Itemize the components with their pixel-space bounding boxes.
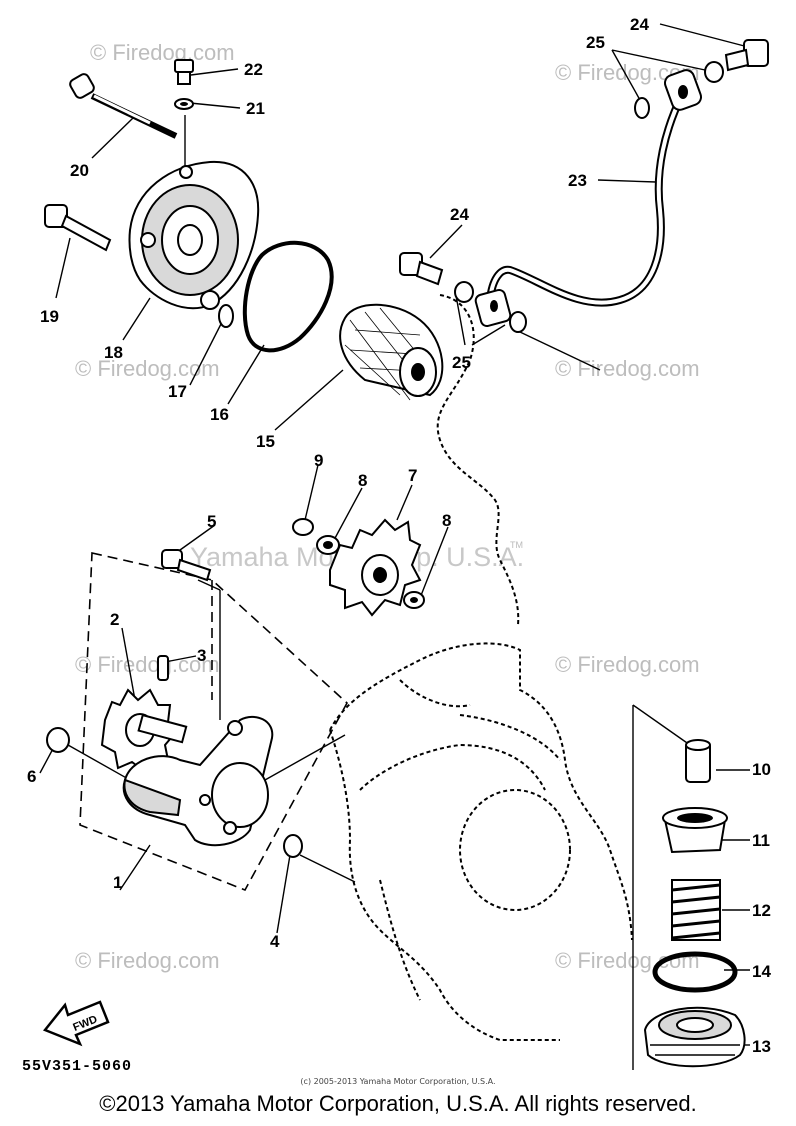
fwd-arrow: FWD	[42, 1000, 110, 1047]
callout-23: 23	[568, 171, 587, 190]
o-ring-17	[218, 304, 234, 328]
callout-21: 21	[246, 99, 265, 118]
oil-pipe-23	[474, 69, 702, 327]
watermark: © Firedog.com	[90, 40, 235, 65]
crankcase-outline	[329, 294, 633, 1041]
callout-25: 25	[452, 353, 471, 372]
callout-19: 19	[40, 307, 59, 326]
dowel-6	[46, 727, 70, 753]
relief-valve-stack	[643, 739, 746, 1068]
callout-17: 17	[168, 382, 187, 401]
callout-22: 22	[244, 60, 263, 79]
callout-8: 8	[358, 471, 367, 490]
watermark: © Firedog.com	[555, 948, 700, 973]
callout-13: 13	[752, 1037, 771, 1056]
callout-7: 7	[408, 466, 417, 485]
callout-2: 2	[110, 610, 119, 629]
copyright-footer: ©2013 Yamaha Motor Corporation, U.S.A. A…	[99, 1091, 697, 1116]
callout-25: 25	[586, 33, 605, 52]
watermark: © Firedog.com	[75, 948, 220, 973]
callout-15: 15	[256, 432, 275, 451]
gear-set-7-8-9	[292, 518, 425, 617]
o-ring-16	[242, 240, 334, 353]
callout-labels: 1 2 3 4 5 6 7 8 8 9 10 11 12 13 14 15 16…	[27, 15, 771, 1056]
callout-9: 9	[314, 451, 323, 470]
oil-pump-1	[122, 715, 274, 847]
callout-3: 3	[197, 646, 206, 665]
callout-16: 16	[210, 405, 229, 424]
watermark: © Firedog.com	[555, 652, 700, 677]
callout-18: 18	[104, 343, 123, 362]
small-copyright: (c) 2005-2013 Yamaha Motor Corporation, …	[300, 1077, 496, 1086]
tm-mark: TM	[510, 540, 523, 550]
callout-5: 5	[207, 512, 216, 531]
union-bolt-24-top	[634, 39, 769, 119]
bolt-5	[161, 549, 212, 582]
bolt-19	[44, 204, 112, 252]
callout-12: 12	[752, 901, 771, 920]
watermark: © Firedog.com	[555, 356, 700, 381]
callout-10: 10	[752, 760, 771, 779]
union-bolt-24-mid	[399, 252, 527, 333]
filter-cover-18	[128, 160, 260, 310]
callout-14: 14	[752, 962, 771, 981]
callout-24: 24	[450, 205, 469, 224]
diagram-part-number: 55V351-5060	[22, 1058, 133, 1075]
callout-6: 6	[27, 767, 36, 786]
watermark: © Firedog.com	[75, 356, 220, 381]
o-ring-4	[283, 834, 303, 858]
bleed-bolt-22	[174, 59, 194, 110]
pump-gear-2	[100, 655, 188, 774]
callout-8: 8	[442, 511, 451, 530]
oil-filter-15	[339, 303, 444, 401]
bolt-20	[69, 73, 178, 139]
callout-20: 20	[70, 161, 89, 180]
callout-24: 24	[630, 15, 649, 34]
callout-11: 11	[752, 831, 770, 850]
callout-1: 1	[113, 873, 122, 892]
callout-4: 4	[270, 932, 280, 951]
